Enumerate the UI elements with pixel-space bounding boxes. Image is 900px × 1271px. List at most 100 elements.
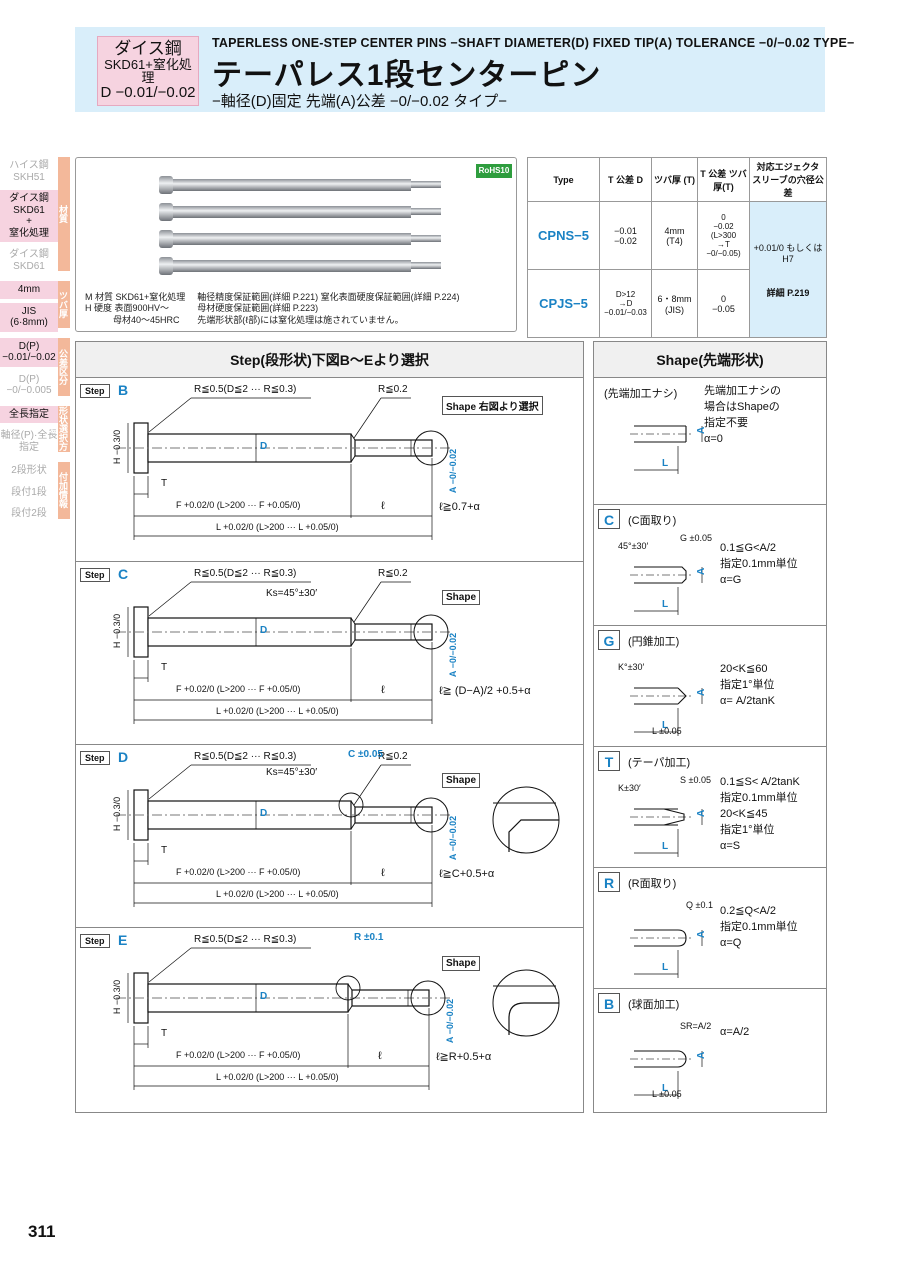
sidebar-item[interactable]: 2段形状 — [11, 465, 47, 476]
sidebar-item[interactable]: D(P) −0.01/−0.02 — [0, 337, 58, 367]
material-line3: D −0.01/−0.02 — [100, 84, 196, 102]
detail-circle — [410, 980, 446, 1016]
step-panel-title: Step(段形状)下図B〜Eより選択 — [76, 342, 583, 378]
step-diagram — [116, 947, 560, 1090]
sidebar-item[interactable]: 軸径(P)·全長 指定 — [0, 430, 58, 453]
formula: ℓ≧ (D−A)/2 +0.5+α — [439, 685, 531, 697]
shape-note-line: 0.1≦G<A/2 — [720, 542, 776, 554]
dim-a: A −0/−0.02 — [448, 815, 459, 861]
dim-h: H −0.3/0 — [112, 613, 123, 649]
shape-letter[interactable]: G — [598, 630, 620, 650]
pin-1 — [159, 176, 441, 194]
tol-d-cpns: −0.01 −0.02 — [599, 201, 652, 270]
shape-letter[interactable]: B — [598, 993, 620, 1013]
r1-label: R≦0.5(D≦2 ··· R≦0.3) — [194, 934, 297, 945]
sidebar-item[interactable]: ダイス鋼 SKD61 — [9, 249, 49, 272]
dim-l-label: L — [662, 599, 668, 610]
shape-note-line: 0.1≦S< A/2tanK — [720, 776, 800, 788]
dim-f: F +0.02/0 (L>200 ··· F +0.05/0) — [176, 1050, 301, 1060]
shape-note-line: α=A/2 — [720, 1026, 750, 1038]
detail-circle — [413, 430, 449, 466]
formula: ℓ≧0.7+α — [439, 501, 480, 513]
th-thickness: ツバ厚 (T) — [651, 157, 698, 202]
dim-a-label: A — [696, 689, 707, 696]
dim-d: D — [260, 991, 268, 1002]
thickness-cpjs: 6・8mm (JIS) — [651, 269, 698, 338]
dim-d: D — [260, 441, 268, 452]
shape-name: (テーパ加工) — [628, 757, 691, 769]
step-letter: E — [118, 932, 128, 948]
r-label: R ±0.1 — [354, 932, 384, 943]
shape-note-line: 指定1°単位 — [720, 678, 775, 691]
sleeve-tol: +0.01/0 もしくはH7 — [753, 242, 823, 264]
dim-a: A −0/−0.02 — [448, 448, 459, 494]
shape-dim: SR=A/2 — [680, 1021, 712, 1031]
shape-dim: K°±30′ — [618, 662, 645, 672]
dim-a-label: A — [696, 568, 707, 575]
dim-f: F +0.02/0 (L>200 ··· F +0.05/0) — [176, 684, 301, 694]
sidebar-item[interactable]: 4mm — [0, 281, 58, 299]
step-label: Step — [80, 384, 110, 398]
dim-a-label: A — [696, 427, 707, 434]
product-photo-box — [75, 157, 517, 332]
shape-note-line: 指定1°単位 — [720, 823, 775, 836]
shape-note-line: α=S — [720, 839, 741, 852]
dim-t: T — [161, 478, 168, 489]
type-cpjs[interactable]: CPJS−5 — [527, 269, 600, 338]
shape-note-line: 20<K≦45 — [720, 807, 768, 820]
sidebar-item[interactable]: ダイス鋼 SKD61 + 窒化処理 — [0, 190, 58, 242]
shape-note-line: α=G — [720, 573, 742, 586]
shape-note-line: 指定0.1mm単位 — [720, 791, 798, 804]
shape-note-line: α=Q — [720, 936, 742, 949]
note-hardness: H 硬度 表面900HV〜 — [85, 303, 170, 314]
shape-letter[interactable]: C — [598, 509, 620, 529]
tol-t-cpjs: 0 −0.05 — [697, 269, 750, 338]
shape-dim: K±30′ — [618, 783, 641, 793]
shape-note-line: 指定不要 — [704, 416, 748, 429]
dim-ell: ℓ — [381, 684, 385, 696]
note-range2: 母材硬度保証範囲(詳細 P.223) — [197, 303, 319, 314]
sidebar-item[interactable]: 段付2段 — [11, 508, 47, 519]
subtitle: −軸径(D)固定 先端(A)公差 −0/−0.02 タイプ− — [212, 93, 508, 110]
sidebar-item[interactable]: 段付1段 — [11, 486, 47, 498]
sidebar-category: 材質 — [58, 157, 70, 271]
sidebar-item[interactable]: D(P) −0/−0.005 — [6, 373, 52, 397]
dim-l: L +0.02/0 (L>200 ··· L +0.05/0) — [216, 706, 339, 716]
spec-row-cpns: CPNS−5 −0.01 −0.02 4mm (T4) 0 −0.02 (L>3… — [527, 201, 827, 338]
sidebar-item[interactable]: JIS (6·8mm) — [0, 302, 58, 332]
formula: ℓ≧R+0.5+α — [436, 1051, 492, 1063]
r1-label: R≦0.5(D≦2 ··· R≦0.3) — [194, 751, 297, 762]
shape-label: Shape 右図より選択 — [442, 396, 543, 415]
page-number: 311 — [28, 1222, 56, 1241]
shape-letter[interactable]: R — [598, 872, 620, 892]
sidebar-item[interactable]: 全長指定 — [0, 405, 58, 423]
shape-name: (R面取り) — [628, 878, 677, 890]
shape-letter[interactable]: T — [598, 751, 620, 771]
sidebar-category: 公差区分 — [58, 337, 70, 396]
th-tol-d: T 公差 D — [599, 157, 652, 202]
shape-name: (円錐加工) — [628, 636, 680, 648]
shape-note-line: 先端加工ナシの — [704, 385, 781, 397]
sleeve-cell: +0.01/0 もしくはH7 詳細 P.219 — [749, 201, 827, 338]
dim-a-label: A — [696, 810, 707, 817]
spec-header-row: Type T 公差 D ツバ厚 (T) T 公差 ツバ厚(T) 対応エジェクタ … — [527, 157, 827, 202]
dim-f: F +0.02/0 (L>200 ··· F +0.05/0) — [176, 867, 301, 877]
detail-circle — [413, 614, 449, 650]
spec-table: Type T 公差 D ツバ厚 (T) T 公差 ツバ厚(T) 対応エジェクタ … — [527, 157, 827, 338]
step-label: Step — [80, 568, 110, 582]
sidebar-item[interactable]: ハイス鋼 SKH51 — [9, 160, 49, 183]
shape-note-line: 指定0.1mm単位 — [720, 920, 798, 933]
shape-note-line: α=0 — [704, 432, 723, 445]
shape-dim: L ±0.05 — [652, 726, 682, 736]
pin-2 — [159, 203, 441, 221]
type-cpns[interactable]: CPNS−5 — [527, 201, 600, 270]
dim-a: A −0/−0.02 — [445, 998, 456, 1044]
shape-notes: α=A/2 — [720, 1025, 749, 1041]
